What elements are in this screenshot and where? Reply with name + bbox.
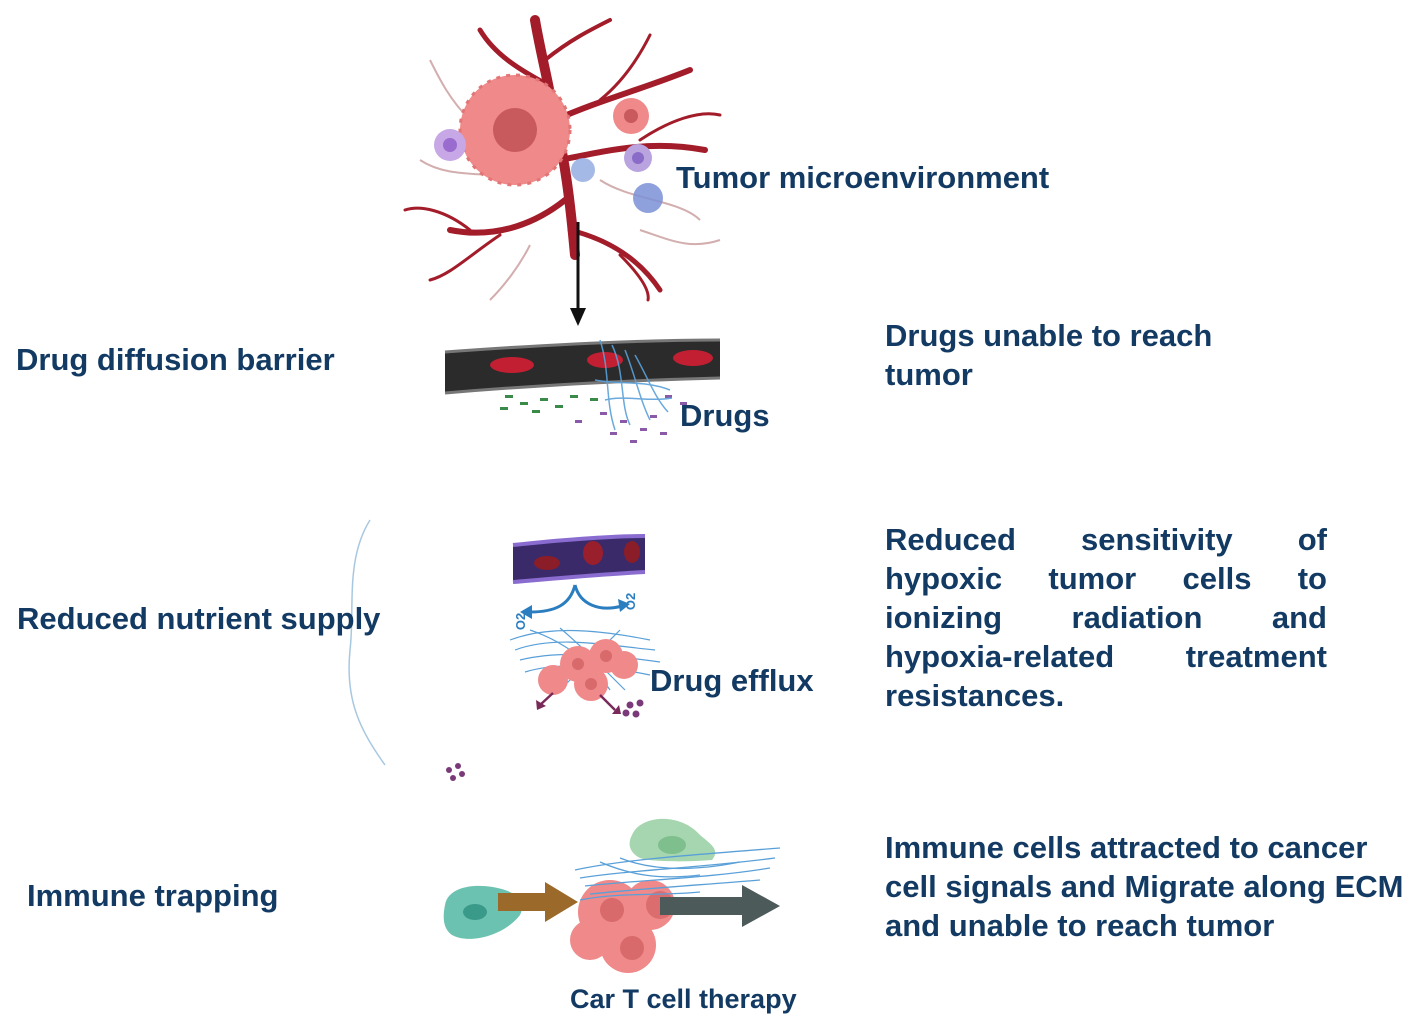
drugs-label: Drugs (680, 398, 770, 433)
car-t-cell-therapy-label: Car T cell therapy (570, 984, 797, 1014)
drug-efflux-label: Drug efflux (650, 663, 814, 698)
drugs-unable-description: Drugs unable to reach tumor (885, 318, 1213, 392)
migration-arrow (660, 885, 780, 927)
drug-diffusion-barrier-heading: Drug diffusion barrier (16, 342, 335, 377)
ecm-fibers-icon (594, 339, 673, 431)
o2-right-label: O2 (623, 592, 639, 611)
ecm-fibers-icon (574, 847, 781, 901)
immune-trapping-heading: Immune trapping (27, 878, 279, 913)
hypoxic-vessel-icon (512, 534, 646, 619)
immune-cell-icon (443, 818, 716, 939)
tumor-cell-cluster-icon (570, 880, 675, 973)
tumor-microenvironment-label: Tumor microenvironment (676, 160, 1050, 195)
divider-curve (348, 519, 386, 766)
drug-particles-icon (500, 395, 687, 443)
tumor-cell-cluster-icon (446, 627, 661, 781)
immune-cells-description: Immune cells attracted to cancer cell si… (885, 830, 1404, 943)
blood-vessel-icon (444, 338, 721, 395)
reduced-sensitivity-description: Reduced sensitivity of hypoxic tumor cel… (885, 522, 1327, 713)
tumor-microenvironment-illustration (403, 15, 722, 326)
reduced-nutrient-supply-heading: Reduced nutrient supply (17, 601, 381, 636)
o2-left-label: O2 (513, 612, 529, 631)
